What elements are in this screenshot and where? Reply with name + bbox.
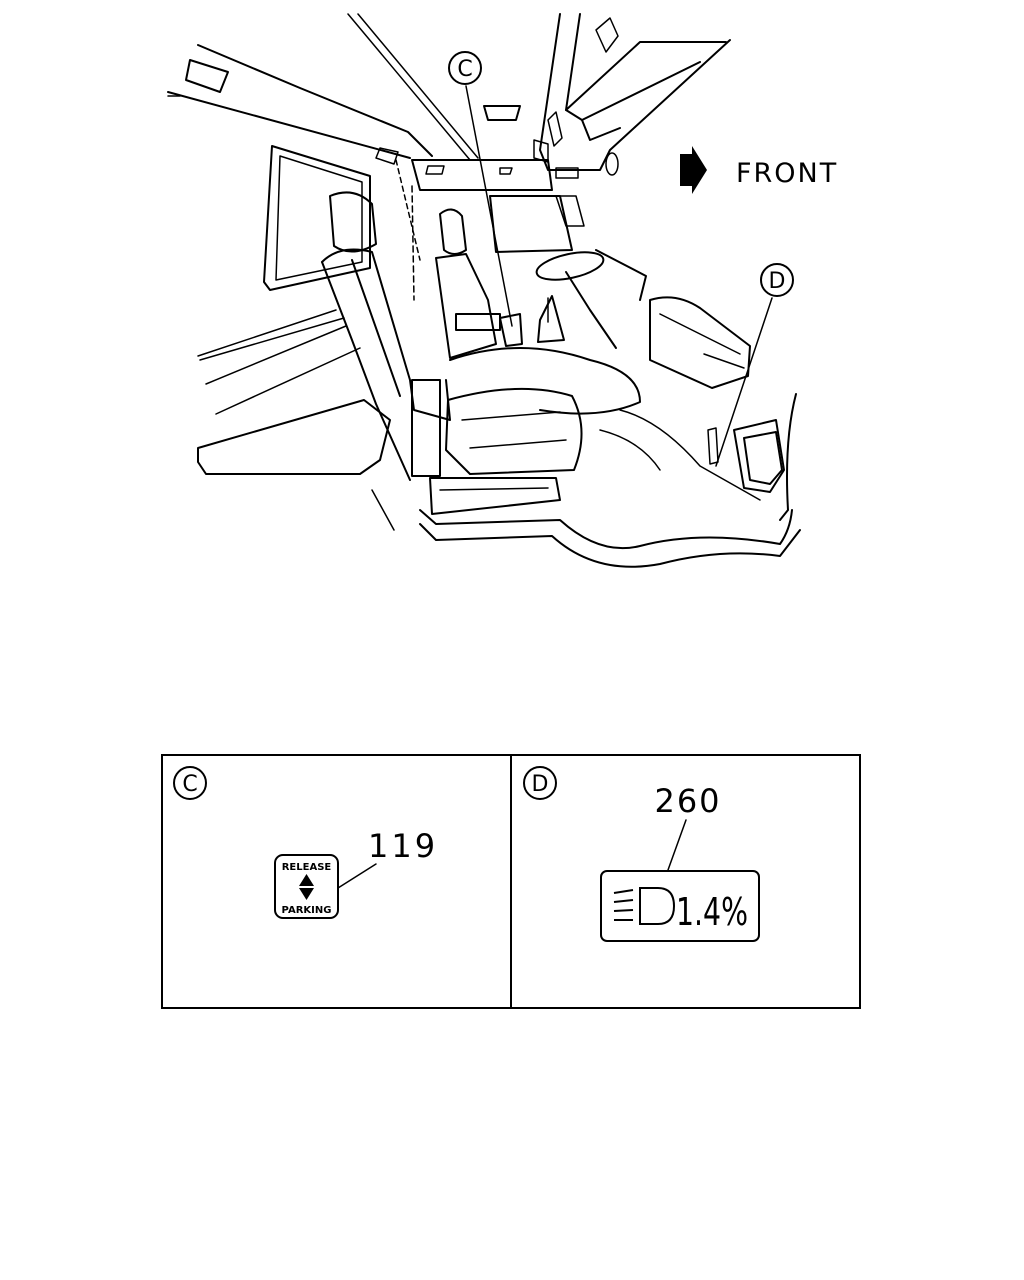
detail-panel-d-letter: D [532, 772, 549, 797]
parking-brake-label: RELEASE PARKING [274, 854, 339, 919]
part-260-leader [667, 819, 687, 871]
part-number-260: 260 [654, 782, 721, 820]
callout-c-leader [465, 85, 513, 327]
parking-brake-label-bottom: PARKING [282, 905, 332, 916]
headlamp-aim-label: 1.4% [600, 870, 760, 942]
detail-panel-c: C 119 RELEASE PARKING [173, 766, 438, 919]
cab-interior-illustration [167, 13, 801, 568]
parking-brake-label-top: RELEASE [282, 862, 332, 873]
headlamp-aim-value: 1.4% [676, 890, 748, 934]
headlamp-icon [613, 887, 676, 925]
callout-c: C [448, 51, 482, 85]
front-direction-indicator: FRONT [680, 146, 838, 194]
detail-panel-c-letter: C [182, 772, 197, 797]
callout-d-letter: D [769, 269, 786, 294]
part-119-leader [337, 863, 377, 889]
detail-panels: C 119 RELEASE PARKING D 260 [161, 754, 861, 1009]
down-triangle-icon [299, 888, 314, 900]
up-triangle-icon [299, 874, 314, 886]
detail-panel-d: D 260 1.4% [523, 766, 760, 942]
front-arrow-icon [680, 146, 707, 194]
callout-c-letter: C [457, 57, 472, 82]
callout-d: D [760, 263, 794, 297]
callout-d-leader [715, 297, 773, 467]
part-number-119: 119 [368, 827, 438, 865]
front-label: FRONT [736, 158, 838, 189]
